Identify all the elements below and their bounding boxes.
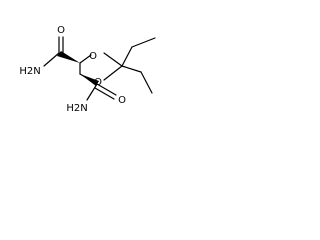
bond-top-c-n bbox=[43, 52, 60, 67]
bond-bottom-carbonyl-2 bbox=[94, 87, 115, 100]
bond-ethyl1-ch3 bbox=[131, 37, 156, 48]
atom-o-carbonyl-bottom: O bbox=[118, 95, 126, 106]
atom-o-carbonyl-top: O bbox=[57, 25, 65, 36]
bond-ethyl2-ch3 bbox=[140, 71, 153, 94]
bond-c2-ethyl1-ch2 bbox=[121, 46, 133, 67]
atom-o-ring-top: O bbox=[89, 51, 97, 62]
bond-bottom-c-n bbox=[86, 83, 98, 101]
atom-amine-bottom: H2N bbox=[66, 103, 87, 114]
wedge-bond-c5-bottom-amide bbox=[80, 74, 99, 86]
atom-amine-top: H2N bbox=[19, 66, 40, 77]
atom-o-ring-bottom: O bbox=[94, 77, 102, 88]
bond-c4-o-ring-top bbox=[79, 54, 92, 64]
molecule-structure: O O O O H2N H2N bbox=[19, 25, 156, 114]
bond-bottom-carbonyl-1 bbox=[96, 83, 117, 96]
bond-c2-ethyl2-ch2 bbox=[121, 65, 142, 73]
wedge-bond-c4-top-amide bbox=[57, 51, 80, 63]
bond-o-ring-top-c2 bbox=[103, 52, 123, 67]
bond-c2-o-ring-bottom bbox=[103, 65, 123, 81]
